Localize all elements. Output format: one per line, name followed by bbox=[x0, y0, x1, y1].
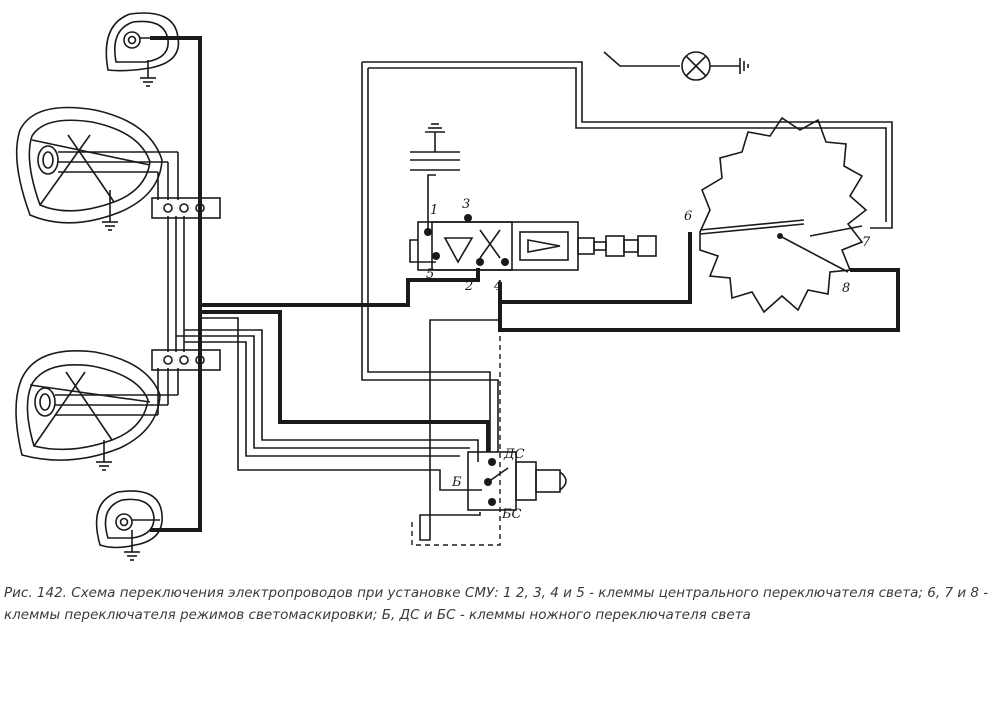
upper-junction-block bbox=[151, 197, 221, 219]
central-light-switch bbox=[409, 174, 657, 271]
wiring-diagram: 1 3 5 2 4 6 7 8 ДС Б БС bbox=[15, 12, 900, 561]
fuse-element bbox=[410, 123, 460, 171]
terminal-ds-label: ДС bbox=[503, 447, 525, 462]
terminal-4-label: 4 bbox=[493, 279, 502, 294]
terminal-7-label: 7 bbox=[862, 235, 871, 250]
terminal-1-label: 1 bbox=[430, 203, 438, 218]
foot-switch-wires bbox=[176, 310, 490, 491]
switch-loop-wires bbox=[200, 61, 900, 546]
foot-light-switch bbox=[467, 451, 567, 511]
figure-caption: Рис. 142. Схема переключения электропров… bbox=[4, 585, 989, 623]
lower-junction-block bbox=[151, 349, 221, 371]
indicator-lamp bbox=[603, 51, 749, 81]
terminal-bs-label: БС bbox=[501, 507, 522, 522]
terminal-6-label: 6 bbox=[684, 209, 692, 224]
blackout-mode-switch bbox=[699, 116, 868, 314]
left-trunk-wires bbox=[150, 36, 202, 532]
terminal-3-label: 3 bbox=[462, 197, 470, 212]
terminal-labels: 1 3 5 2 4 6 7 8 ДС Б БС bbox=[426, 197, 871, 522]
upper-sidelight bbox=[105, 12, 200, 87]
terminal-2-label: 2 bbox=[464, 279, 473, 294]
terminal-b-label: Б bbox=[451, 475, 462, 490]
lower-headlight bbox=[15, 350, 178, 471]
terminal-8-label: 8 bbox=[842, 281, 850, 296]
upper-headlight bbox=[15, 106, 178, 231]
lower-sidelight bbox=[95, 490, 163, 561]
terminal-5-label: 5 bbox=[426, 267, 434, 282]
